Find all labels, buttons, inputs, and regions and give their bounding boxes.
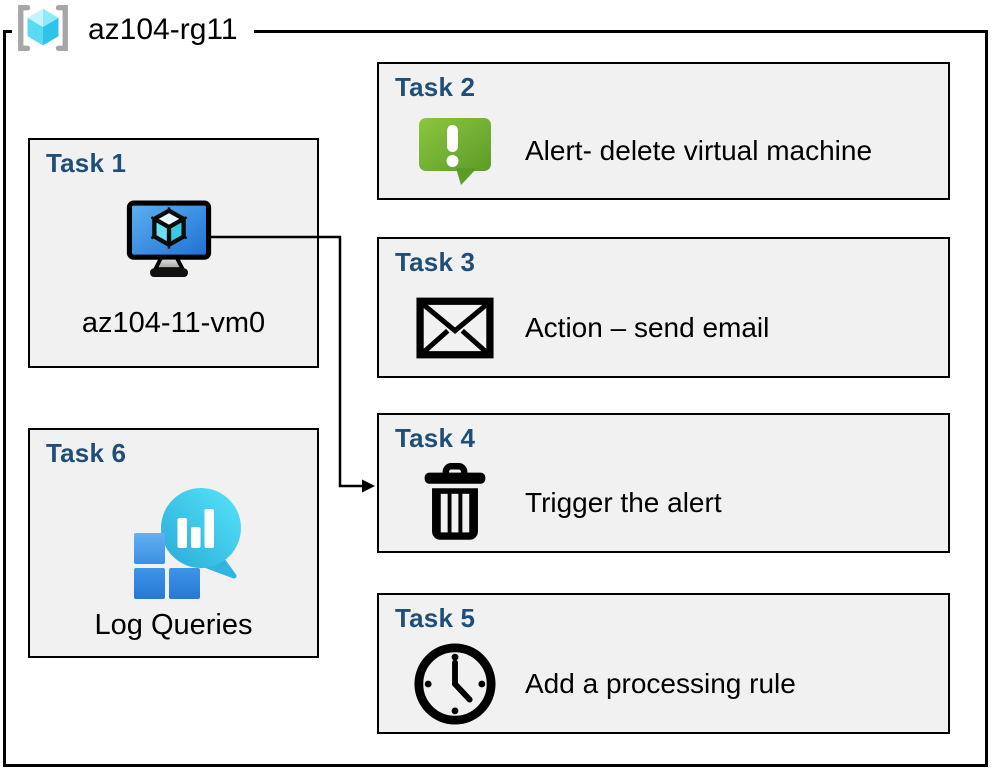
- task-box-1: Task 1: [28, 138, 319, 368]
- alert-message-icon: [413, 112, 497, 190]
- task-box-2: Task 2 Alert- delete virtual machine: [377, 62, 950, 200]
- task-2-heading: Task 2: [395, 72, 476, 102]
- task-3-heading: Task 3: [395, 247, 476, 277]
- resource-group-name: az104-rg11: [88, 13, 238, 46]
- resource-group-label: az104-rg11: [12, 2, 254, 58]
- log-queries-label: Log Queries: [94, 609, 253, 641]
- log-queries-icon: [130, 486, 242, 600]
- task-2-label: Alert- delete virtual machine: [525, 135, 873, 166]
- task-box-5: Task 5 Add a processing rule: [377, 593, 950, 734]
- task-6-heading: Task 6: [46, 438, 127, 468]
- task-5-heading: Task 5: [395, 603, 476, 633]
- task-box-6: Task 6: [28, 428, 319, 658]
- vm-name-label: az104-11-vm0: [81, 307, 266, 339]
- task-3-label: Action – send email: [525, 311, 770, 343]
- virtual-machine-icon: [126, 198, 212, 282]
- resource-group-box: [3, 30, 988, 767]
- task-5-label: Add a processing rule: [525, 667, 796, 699]
- task-box-3: Task 3 Action – send email: [377, 237, 950, 378]
- trash-icon: [413, 462, 497, 544]
- task-4-label: Trigger the alert: [525, 487, 722, 518]
- resource-group-icon: [14, 2, 72, 59]
- clock-icon: [413, 642, 497, 726]
- email-envelope-icon: [413, 297, 497, 359]
- task-4-heading: Task 4: [395, 423, 476, 453]
- task-1-heading: Task 1: [46, 148, 127, 178]
- task-box-4: Task 4 Trigger the alert: [377, 413, 950, 553]
